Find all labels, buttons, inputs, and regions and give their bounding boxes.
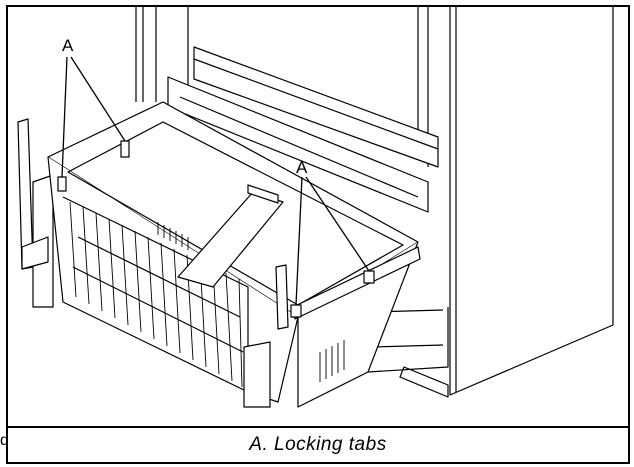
locking-tab-right-2 — [363, 270, 375, 284]
callout-label-left: A — [62, 36, 74, 55]
figure-caption: A. Locking tabs — [249, 434, 387, 455]
locking-tab-left-2 — [120, 140, 130, 158]
edge-text-fragment: d — [0, 432, 9, 449]
locking-tabs — [57, 140, 375, 318]
locking-tab-left-1 — [57, 176, 67, 192]
callout-label-right: A — [296, 158, 308, 177]
left-rail — [17, 118, 54, 308]
cabinet-interior — [135, 7, 449, 373]
caption-bar: A. Locking tabs — [8, 426, 628, 462]
right-door-panel — [399, 7, 614, 398]
leader-lines — [61, 56, 370, 306]
freezer-basket-illustration: A A — [17, 7, 614, 408]
figure-frame: A A A. Locking tabs — [6, 5, 630, 464]
locking-tab-right-1 — [290, 304, 302, 318]
freezer-basket — [47, 101, 421, 408]
